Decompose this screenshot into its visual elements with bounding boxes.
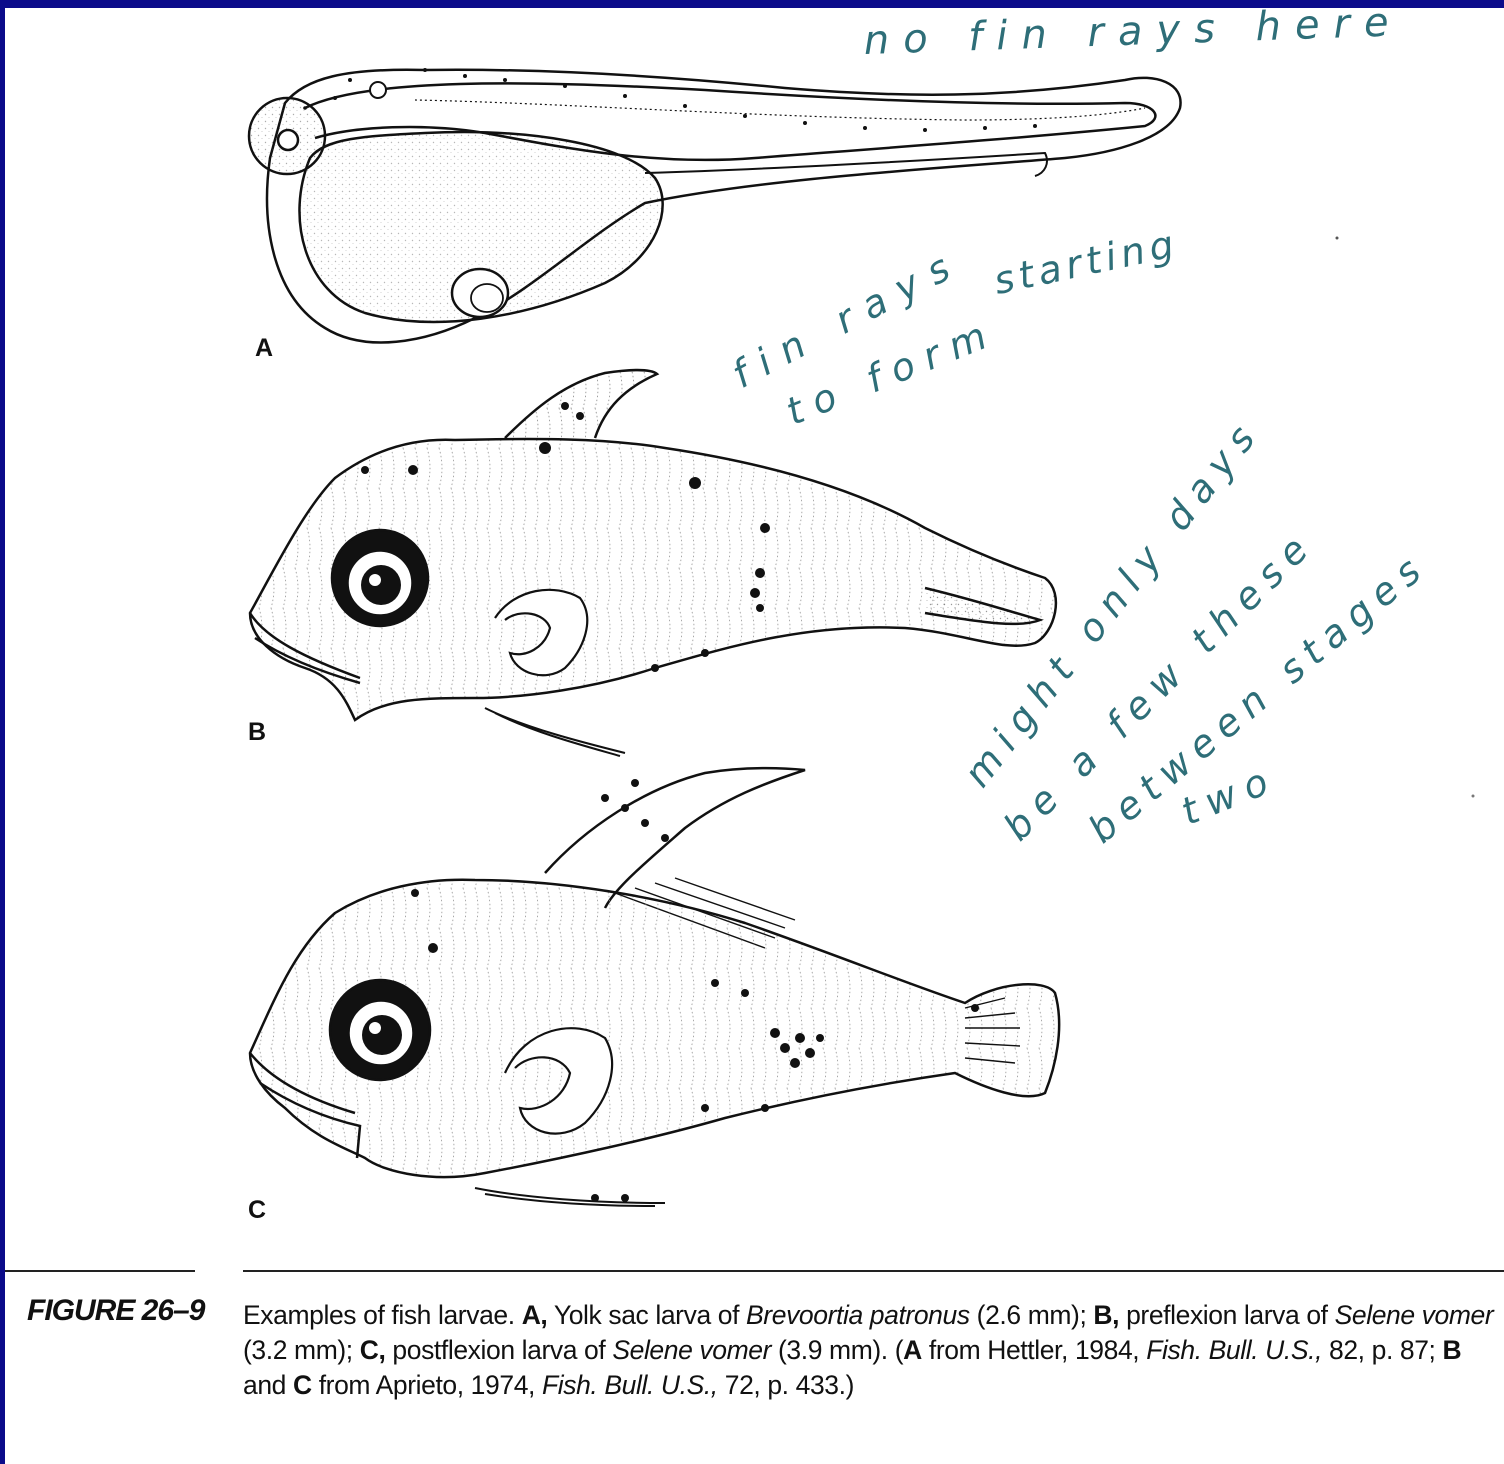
larva-b-dorsal-fin <box>504 368 660 439</box>
larva-c-melanophores <box>411 779 979 1202</box>
larvae-illustration <box>247 68 1475 1207</box>
larva-a-notochord <box>414 99 1146 121</box>
panel-label-c: C <box>248 1196 267 1224</box>
stray-dot <box>1335 236 1339 240</box>
larva-c-body <box>248 878 1061 1179</box>
figure-caption: Examples of fish larvae. A, Yolk sac lar… <box>243 1300 1494 1400</box>
larva-b-body <box>248 437 1058 722</box>
larva-c-pelvic-fin <box>474 1187 666 1207</box>
larva-a-gut <box>644 151 1048 177</box>
stray-dot <box>1471 794 1475 798</box>
larva-c-eye-pupil <box>362 1015 402 1055</box>
larva-c-jaw <box>249 1052 362 1159</box>
larva-b-eye-pupil <box>361 565 401 605</box>
caption-rule-right <box>243 1270 1504 1272</box>
caption-rule-left <box>5 1270 195 1272</box>
panel-label-a: A <box>255 334 274 362</box>
larva-a-body <box>304 82 1157 162</box>
larva-b-pelvic-fin <box>484 707 626 757</box>
larva-c-caudal-fin <box>964 997 1021 1064</box>
larva-a-drawing <box>247 68 1182 344</box>
larva-b-pectoral-region <box>494 588 589 677</box>
larva-a-oil-globule-inner <box>470 283 504 313</box>
larva-a-melanophores <box>303 68 1037 132</box>
larva-b-eye-highlight <box>369 574 381 586</box>
larva-c-drawing <box>248 766 1061 1207</box>
scanned-page: A B C no fin rays here starting fin rays… <box>5 8 1504 1464</box>
larva-a-fin-fold <box>265 68 1182 344</box>
larva-c-dorsal-fin-lobe <box>544 766 806 909</box>
larva-b-melanophores <box>361 402 770 672</box>
larva-b-drawing <box>248 368 1058 757</box>
larva-c-eye-highlight <box>369 1022 381 1034</box>
larva-b-caudal <box>924 586 1044 626</box>
panel-label-b: B <box>248 718 267 746</box>
larva-a-eye <box>276 128 300 152</box>
larva-a-yolk-sac <box>298 130 664 324</box>
larva-c-pectoral-fin <box>503 1027 614 1135</box>
larva-a-otic-vesicle <box>369 81 387 99</box>
larva-b-snout <box>248 612 361 685</box>
figure-number: FIGURE 26–9 <box>27 1294 205 1327</box>
